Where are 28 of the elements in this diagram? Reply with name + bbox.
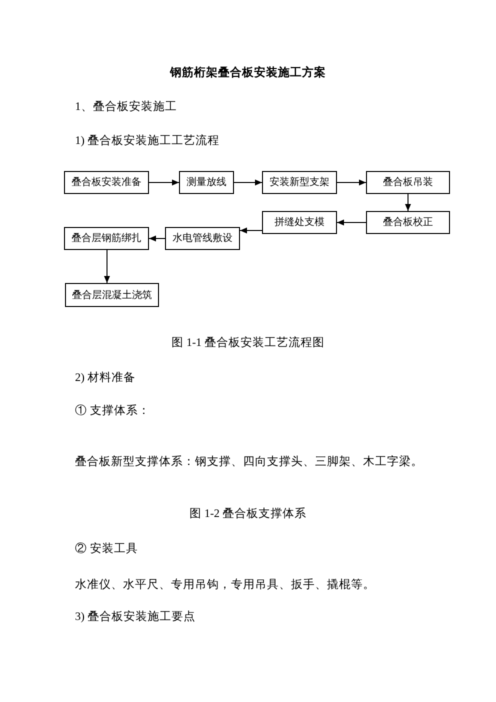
arrow bbox=[240, 228, 262, 234]
subsection-heading: 3) 叠合板安装施工要点 bbox=[75, 610, 196, 625]
list-item: ② 安装工具 bbox=[75, 542, 138, 557]
arrow bbox=[148, 180, 180, 186]
process-box: 叠合层钢筋绑扎 bbox=[64, 227, 149, 250]
process-box: 安装新型支架 bbox=[262, 171, 337, 194]
arrow bbox=[234, 180, 262, 186]
paragraph: 叠合板新型支撑体系：钢支撑、四向支撑头、三脚架、木工字梁。 bbox=[75, 455, 423, 470]
list-item: ① 支撑体系： bbox=[75, 404, 150, 419]
process-box: 叠合层混凝土浇筑 bbox=[65, 283, 159, 307]
arrow bbox=[148, 236, 166, 242]
figure-caption: 图 1-1 叠合板安装工艺流程图 bbox=[171, 336, 325, 351]
arrow bbox=[336, 220, 366, 226]
process-box: 叠合板安装准备 bbox=[64, 171, 149, 194]
subsection-heading: 2) 材料准备 bbox=[75, 371, 136, 386]
document-title: 钢筋桁架叠合板安装施工方案 bbox=[170, 66, 326, 81]
process-box: 叠合板校正 bbox=[366, 211, 450, 234]
process-box: 拼缝处支模 bbox=[262, 211, 337, 234]
process-box: 叠合板吊装 bbox=[366, 171, 450, 194]
paragraph: 水准仪、水平尺、专用吊钩，专用吊具、扳手、撬棍等。 bbox=[75, 578, 375, 593]
arrow bbox=[336, 180, 366, 186]
section-heading: 1、叠合板安装施工 bbox=[75, 100, 177, 115]
process-box: 水电管线敷设 bbox=[165, 227, 240, 250]
arrow bbox=[405, 194, 411, 212]
subsection-heading: 1) 叠合板安装施工工艺流程 bbox=[75, 134, 220, 149]
figure-caption: 图 1-2 叠合板支撑体系 bbox=[189, 507, 307, 522]
arrow bbox=[104, 250, 110, 284]
process-box: 测量放线 bbox=[179, 171, 234, 194]
